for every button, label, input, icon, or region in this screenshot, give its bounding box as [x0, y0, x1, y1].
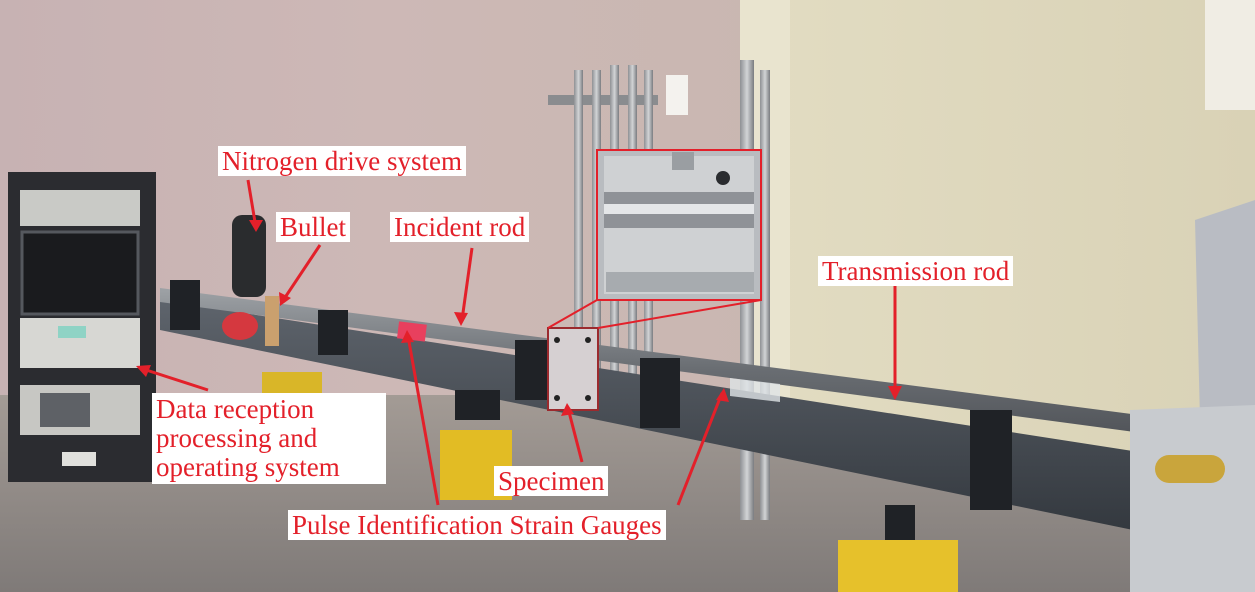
label-nitrogen-drive-system: Nitrogen drive system: [218, 146, 466, 176]
bullet: [265, 296, 279, 346]
label-bullet: Bullet: [276, 212, 350, 242]
specimen-bolts: [554, 337, 591, 401]
right-wall: [755, 0, 1255, 470]
right-apparatus-plate: [1155, 455, 1225, 483]
label-transmission-rod: Transmission rod: [818, 256, 1014, 286]
nitrogen-cylinder: [232, 215, 266, 297]
right-equipment-shadow: [1195, 200, 1255, 420]
equipment-rack: [8, 172, 156, 482]
notice-board: [1205, 0, 1255, 110]
red-stool: [222, 312, 258, 340]
label-pulse-identification-strain-gauges: Pulse Identification Strain Gauges: [288, 510, 666, 540]
annotation-arrows: [139, 179, 897, 506]
arrow-heads: [136, 220, 902, 416]
label-data-reception-system: Data reception processing and operating …: [152, 393, 386, 484]
right-apparatus: [1130, 405, 1255, 592]
specimen-inset: [547, 149, 762, 329]
rod-supports: [170, 280, 1012, 540]
label-specimen: Specimen: [494, 466, 609, 496]
bar-rod: [160, 288, 1255, 448]
label-incident-rod: Incident rod: [390, 212, 530, 242]
yellow-stand-right: [838, 540, 958, 592]
